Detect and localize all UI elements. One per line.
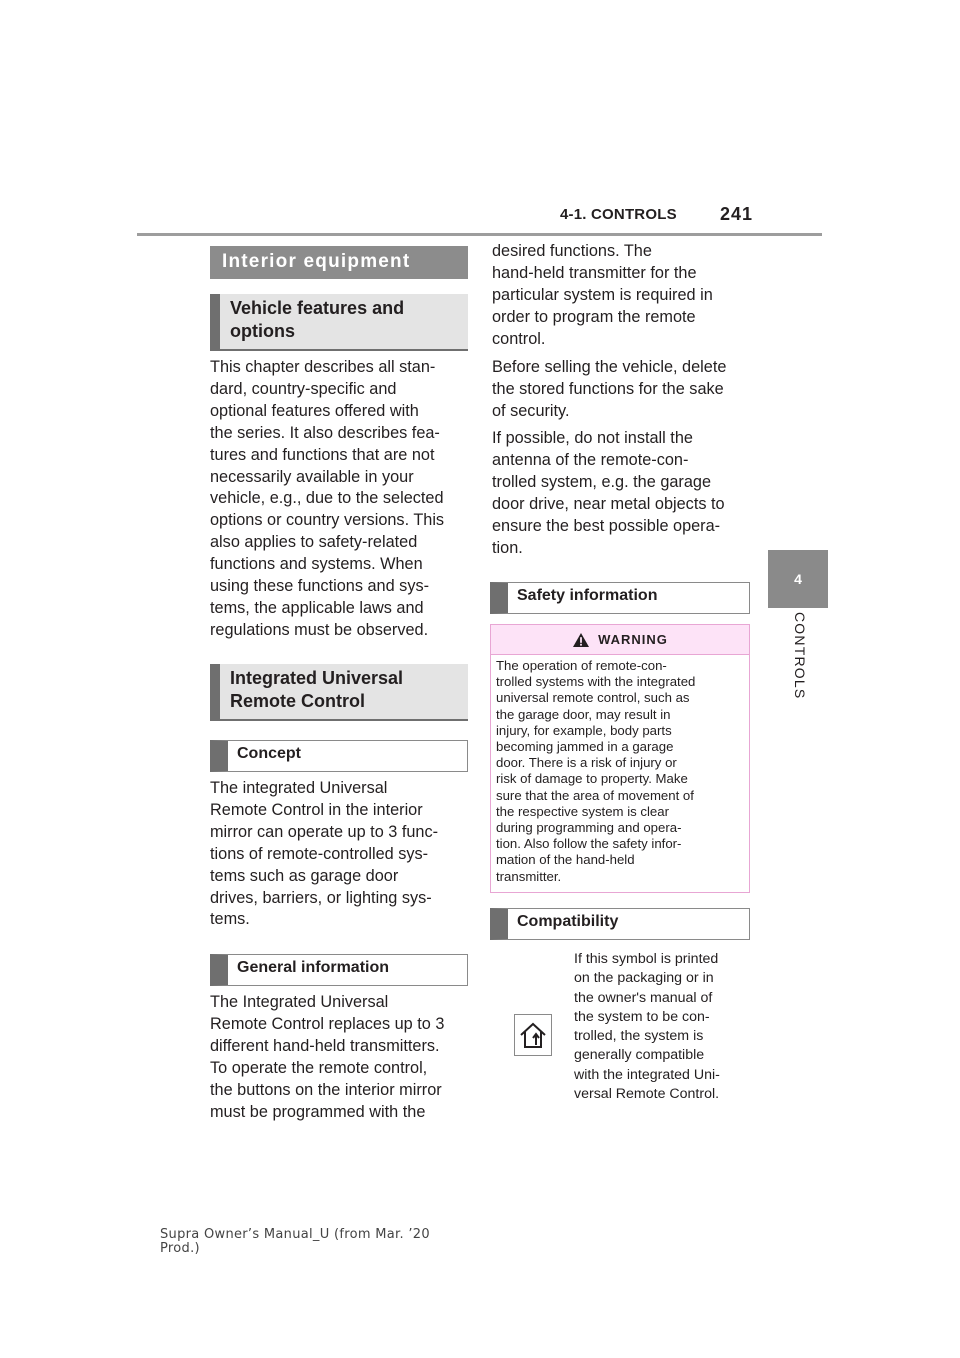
warning-box: WARNING The operation of remote-con- tro… [490, 624, 750, 893]
text-line: trolled systems with the integrated [496, 674, 696, 690]
chapter-tab-label-text: CONTROLS [792, 612, 808, 700]
vehicle-features-paragraph: This chapter describes all stan- dard, c… [210, 357, 468, 642]
page-footer: Supra Owner’s Manual_U (from Mar. ’20 Pr… [160, 1228, 460, 1256]
text-line: sure that the area of movement of [496, 787, 694, 803]
text-line: becoming jammed in a garage [496, 739, 674, 755]
text-line: regulations must be observed. [210, 620, 429, 639]
text-line: tems such as garage door [210, 866, 399, 885]
text-line: options or country versions. This [210, 511, 445, 530]
continued-paragraph: desired functions. The hand-held transmi… [492, 241, 754, 351]
text-line: risk of damage to property. Make [496, 771, 688, 787]
text-line: The operation of remote-con- [496, 658, 667, 673]
text-line: desired functions. The [492, 242, 652, 260]
heading-general-information: General information [210, 954, 468, 986]
running-header-section: 4-1. CONTROLS [560, 206, 677, 223]
text-line: injury, for example, body parts [496, 722, 672, 738]
text-line: also applies to safety-related [210, 533, 418, 552]
heading-vehicle-features: Vehicle features and options [210, 294, 468, 351]
text-line: hand-held transmitter for the [492, 263, 697, 282]
footer-line: Supra Owner’s Manual_U (from Mar. ’20 [160, 1227, 430, 1242]
text-line: universal remote control, such as [496, 690, 690, 706]
text-line: the stored functions for the sake [492, 379, 724, 398]
text-line: The integrated Universal [210, 779, 388, 797]
text-line: functions and systems. When [210, 555, 423, 574]
text-line: mation of the hand-held [496, 852, 635, 868]
text-line: mirror can operate up to 3 func- [210, 822, 439, 841]
text-line: the respective system is clear [496, 803, 669, 819]
text-line: versal Remote Control. [574, 1086, 720, 1103]
text-line: Remote Control in the interior [210, 800, 423, 819]
general-information-paragraph: The Integrated Universal Remote Control … [210, 992, 468, 1123]
text-line: with the integrated Uni- [574, 1066, 720, 1083]
footer-line: Prod.) [160, 1241, 200, 1256]
text-line: during programming and opera- [496, 820, 682, 836]
text-line: ensure the best possible opera- [492, 516, 721, 535]
text-line: transmitter. [496, 868, 562, 884]
text-line: the garage door, may result in [496, 706, 671, 722]
text-line: This chapter describes all stan- [210, 358, 436, 376]
text-line: tion. Also follow the safety infor- [496, 836, 682, 852]
text-line: To operate the remote control, [210, 1058, 428, 1077]
text-line: on the packaging or in [574, 970, 714, 987]
text-line: must be programmed with the [210, 1102, 426, 1121]
text-line: tems, the applicable laws and [210, 598, 424, 617]
text-line: the system to be con- [574, 1008, 710, 1025]
compatibility-paragraph: If this symbol is printed on the packagi… [574, 950, 750, 1104]
warning-triangle-icon [573, 632, 590, 647]
text-line: control. [492, 329, 546, 348]
text-line: tures and functions that are not [210, 445, 435, 464]
chapter-tab-label: CONTROLS [770, 612, 826, 722]
text-line: the buttons on the interior mirror [210, 1080, 442, 1099]
delete-functions-paragraph: Before selling the vehicle, delete the s… [492, 357, 754, 423]
text-line: dard, country-specific and [210, 379, 397, 398]
warning-header: WARNING [491, 625, 749, 655]
text-line: particular system is required in [492, 285, 713, 304]
text-line: antenna of the remote-con- [492, 450, 689, 469]
text-line: tions of remote-controlled sys- [210, 844, 429, 863]
text-line: If this symbol is printed [574, 951, 719, 967]
text-line: generally compatible [574, 1047, 705, 1064]
text-line: the owner's manual of [574, 989, 713, 1006]
heading-safety-information: Safety information [490, 582, 750, 614]
text-line: of security. [492, 401, 570, 420]
section-title-interior-equipment: Interior equipment [210, 246, 468, 279]
heading-compatibility: Compatibility [490, 908, 750, 940]
text-line: Before selling the vehicle, delete [492, 358, 727, 376]
text-line: trolled, the system is [574, 1028, 704, 1045]
text-line: tion. [492, 538, 523, 557]
text-line: vehicle, e.g., due to the selected [210, 489, 444, 508]
text-line: drives, barriers, or lighting sys- [210, 888, 432, 907]
concept-paragraph: The integrated Universal Remote Control … [210, 778, 468, 931]
warning-text: The operation of remote-con- trolled sys… [496, 658, 744, 885]
header-rule [137, 233, 822, 236]
warning-label: WARNING [598, 632, 668, 647]
heading-concept: Concept [210, 740, 468, 772]
text-line: different hand-held transmitters. [210, 1036, 440, 1055]
text-line: using these functions and sys- [210, 577, 430, 596]
text-line: The Integrated Universal [210, 993, 389, 1011]
text-line: door. There is a risk of injury or [496, 755, 677, 771]
text-line: the series. It also describes fea- [210, 423, 440, 442]
text-line: If possible, do not install the [492, 429, 693, 447]
heading-integrated-universal-remote-control: Integrated Universal Remote Control [210, 664, 468, 721]
antenna-paragraph: If possible, do not install the antenna … [492, 428, 754, 559]
text-line: door drive, near metal objects to [492, 494, 725, 513]
text-line: tems. [210, 910, 250, 929]
chapter-tab-number: 4 [768, 550, 828, 608]
home-arrow-icon [514, 1014, 552, 1056]
page-number: 241 [720, 204, 754, 224]
text-line: order to program the remote [492, 307, 696, 326]
text-line: trolled system, e.g. the garage [492, 472, 712, 491]
text-line: optional features offered with [210, 401, 419, 420]
text-line: Remote Control replaces up to 3 [210, 1014, 445, 1033]
text-line: necessarily available in your [210, 467, 414, 486]
